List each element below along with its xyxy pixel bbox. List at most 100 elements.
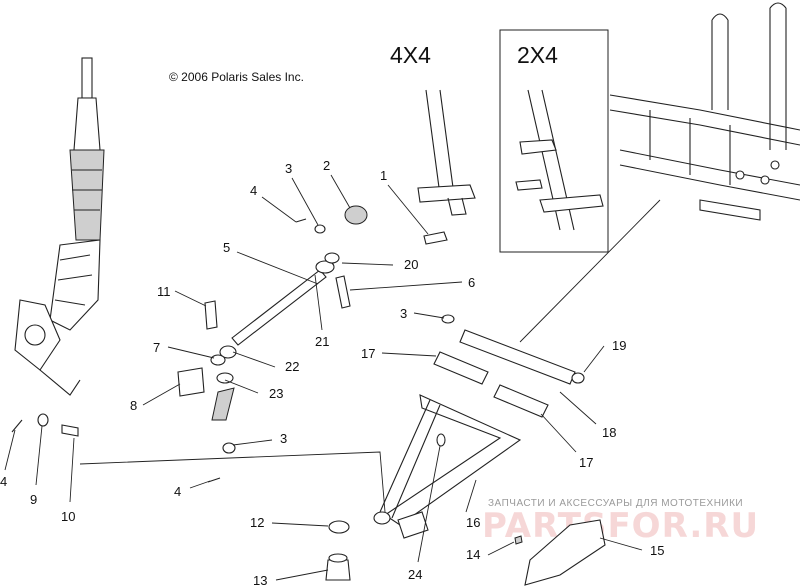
tie-rod bbox=[231, 269, 327, 346]
hub-bore bbox=[24, 324, 46, 346]
callout-22: 22 bbox=[285, 359, 299, 374]
leader-12 bbox=[271, 522, 329, 527]
bracket-1 bbox=[423, 231, 448, 245]
cotter-pin-4-left bbox=[11, 419, 23, 433]
leader-4-upper bbox=[261, 196, 297, 223]
callout-4-left: 4 bbox=[0, 474, 7, 489]
leader-4-lower bbox=[189, 480, 211, 489]
steering-post-4x4-lower bbox=[447, 197, 467, 216]
boot-23 bbox=[211, 387, 235, 421]
leader-20 bbox=[341, 262, 394, 266]
callout-17-upper: 17 bbox=[361, 346, 375, 361]
steering-knuckle bbox=[49, 239, 101, 331]
callout-4-upper: 4 bbox=[250, 183, 257, 198]
frame-cross-members bbox=[649, 110, 731, 185]
two-by-four-inset bbox=[499, 29, 609, 253]
callout-21: 21 bbox=[315, 334, 329, 349]
a-arm-front-tube bbox=[379, 399, 441, 519]
leader-9 bbox=[35, 425, 43, 486]
bolt-11 bbox=[204, 300, 218, 330]
watermark-caption: ЗАПЧАСТИ И АКСЕССУАРЫ ДЛЯ МОТОТЕХНИКИ bbox=[488, 498, 743, 509]
knuckle-detail bbox=[54, 254, 93, 306]
leader-2 bbox=[330, 174, 351, 209]
leader-15 bbox=[599, 537, 643, 551]
leader-3-upper bbox=[291, 177, 319, 226]
nut-3-upper bbox=[314, 224, 326, 234]
steering-post-2x4-lower-tab bbox=[539, 194, 604, 213]
callout-19: 19 bbox=[612, 338, 626, 353]
inset-border bbox=[499, 29, 609, 253]
a-arm bbox=[373, 394, 522, 539]
tie-rod-end-upper bbox=[315, 260, 335, 274]
leader-3-mid bbox=[413, 312, 445, 319]
callout-13: 13 bbox=[253, 573, 267, 587]
frame-bolt-b bbox=[760, 175, 770, 185]
heading-4x4: 4X4 bbox=[390, 42, 431, 68]
leader-17-upper bbox=[381, 352, 437, 357]
callout-14: 14 bbox=[466, 547, 480, 562]
strut-assembly bbox=[14, 57, 105, 396]
callout-8: 8 bbox=[130, 398, 137, 413]
callout-20: 20 bbox=[404, 257, 418, 272]
callout-3-upper: 3 bbox=[285, 161, 292, 176]
tie-rod-end-lower bbox=[219, 345, 237, 359]
leader-11 bbox=[174, 290, 207, 307]
a-arm-ball-joint bbox=[373, 511, 391, 525]
knuckle-arm bbox=[39, 369, 81, 396]
spacer-17-upper bbox=[433, 351, 489, 385]
watermark: ЗАПЧАСТИ И АКСЕССУАРЫ ДЛЯ МОТОТЕХНИКИ PA… bbox=[482, 498, 759, 546]
bushing-8 bbox=[177, 367, 205, 397]
leader-16 bbox=[465, 479, 477, 513]
callout-16: 16 bbox=[466, 515, 480, 530]
nut-7 bbox=[210, 354, 226, 366]
callout-15: 15 bbox=[650, 543, 664, 558]
cotter-pin-4-upper bbox=[295, 218, 307, 223]
leader-6 bbox=[349, 281, 463, 291]
callout-3-mid: 3 bbox=[400, 306, 407, 321]
leader-3-lower bbox=[232, 439, 273, 446]
frame-rail-top bbox=[609, 94, 800, 146]
jam-nut-20 bbox=[324, 252, 340, 264]
strut-upper-housing bbox=[73, 97, 101, 151]
grease-fitting-24 bbox=[436, 433, 446, 447]
ball-joint-13 bbox=[325, 559, 351, 581]
steering-post-2x4-upper-tab bbox=[519, 139, 557, 155]
frame-rail-bottom bbox=[619, 149, 800, 201]
leader-23 bbox=[224, 379, 259, 394]
leader-1 bbox=[387, 184, 429, 235]
callout-23: 23 bbox=[269, 386, 283, 401]
strut-rings bbox=[72, 169, 102, 211]
leader-18 bbox=[559, 391, 597, 425]
leader-8 bbox=[142, 383, 181, 406]
leader-4-left bbox=[4, 429, 16, 471]
leader-13 bbox=[275, 569, 329, 581]
leader-5 bbox=[236, 251, 319, 285]
bolt-10 bbox=[61, 424, 79, 437]
ball-joint-13-top bbox=[328, 553, 348, 563]
watermark-logo: PARTSFOR.RU bbox=[482, 506, 759, 546]
callout-10: 10 bbox=[61, 509, 75, 524]
callout-12: 12 bbox=[250, 515, 264, 530]
leader-19 bbox=[583, 345, 605, 373]
spacer-17-lower bbox=[493, 384, 549, 418]
leader-7 bbox=[167, 346, 215, 359]
retaining-ring-12 bbox=[328, 520, 350, 534]
leader-24 bbox=[417, 445, 441, 563]
callout-2: 2 bbox=[323, 158, 330, 173]
leader-frame bbox=[519, 199, 661, 343]
frame-assembly bbox=[609, 2, 800, 221]
leader-14 bbox=[487, 541, 515, 556]
screw-14 bbox=[514, 535, 523, 545]
frame-tube-right bbox=[769, 2, 787, 150]
frame-bolt-c bbox=[770, 160, 780, 170]
frame-tube-left bbox=[711, 13, 729, 110]
steering-post-2x4-link bbox=[515, 179, 543, 191]
strut-body bbox=[69, 149, 105, 241]
nut-3-lower bbox=[222, 442, 236, 454]
strut-rod bbox=[81, 57, 93, 99]
callout-5: 5 bbox=[223, 240, 230, 255]
frame-bolt-a bbox=[735, 170, 745, 180]
steering-post-4x4-bracket bbox=[417, 184, 476, 203]
callouts: 1 2 3 4 5 6 3 7 8 11 17 19 20 21 22 23 1… bbox=[0, 158, 664, 587]
